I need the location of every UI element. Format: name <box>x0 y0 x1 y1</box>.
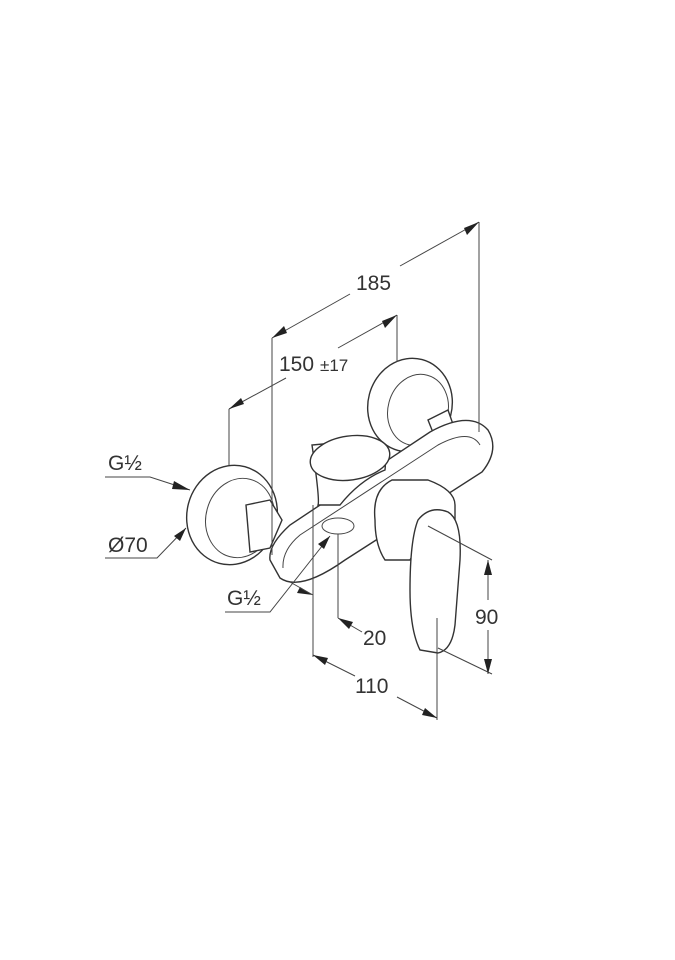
outlet-thread-label: G½ <box>227 587 261 610</box>
dim-outlet-offset <box>289 534 363 633</box>
dim-handle-height <box>427 525 493 675</box>
rosette-diameter-label: Ø70 <box>108 534 148 557</box>
dim-185-label: 185 <box>356 272 391 295</box>
dim-20-label: 20 <box>363 627 386 650</box>
dim-150-label: 150 <box>279 353 314 376</box>
inlet-thread-label: G½ <box>108 452 142 475</box>
dim-110-label: 110 <box>355 675 388 698</box>
dim-center-distance <box>228 314 398 465</box>
dim-150-tolerance: ±17 <box>320 356 348 375</box>
lever-handle <box>373 479 461 654</box>
diameter-leader <box>105 527 187 559</box>
dim-projection <box>312 505 438 720</box>
dim-90-label: 90 <box>475 606 498 629</box>
outlet-leader <box>225 535 331 613</box>
dim-overall-length <box>271 221 480 555</box>
inlet-leader <box>105 476 191 491</box>
left-rosette <box>185 464 283 566</box>
